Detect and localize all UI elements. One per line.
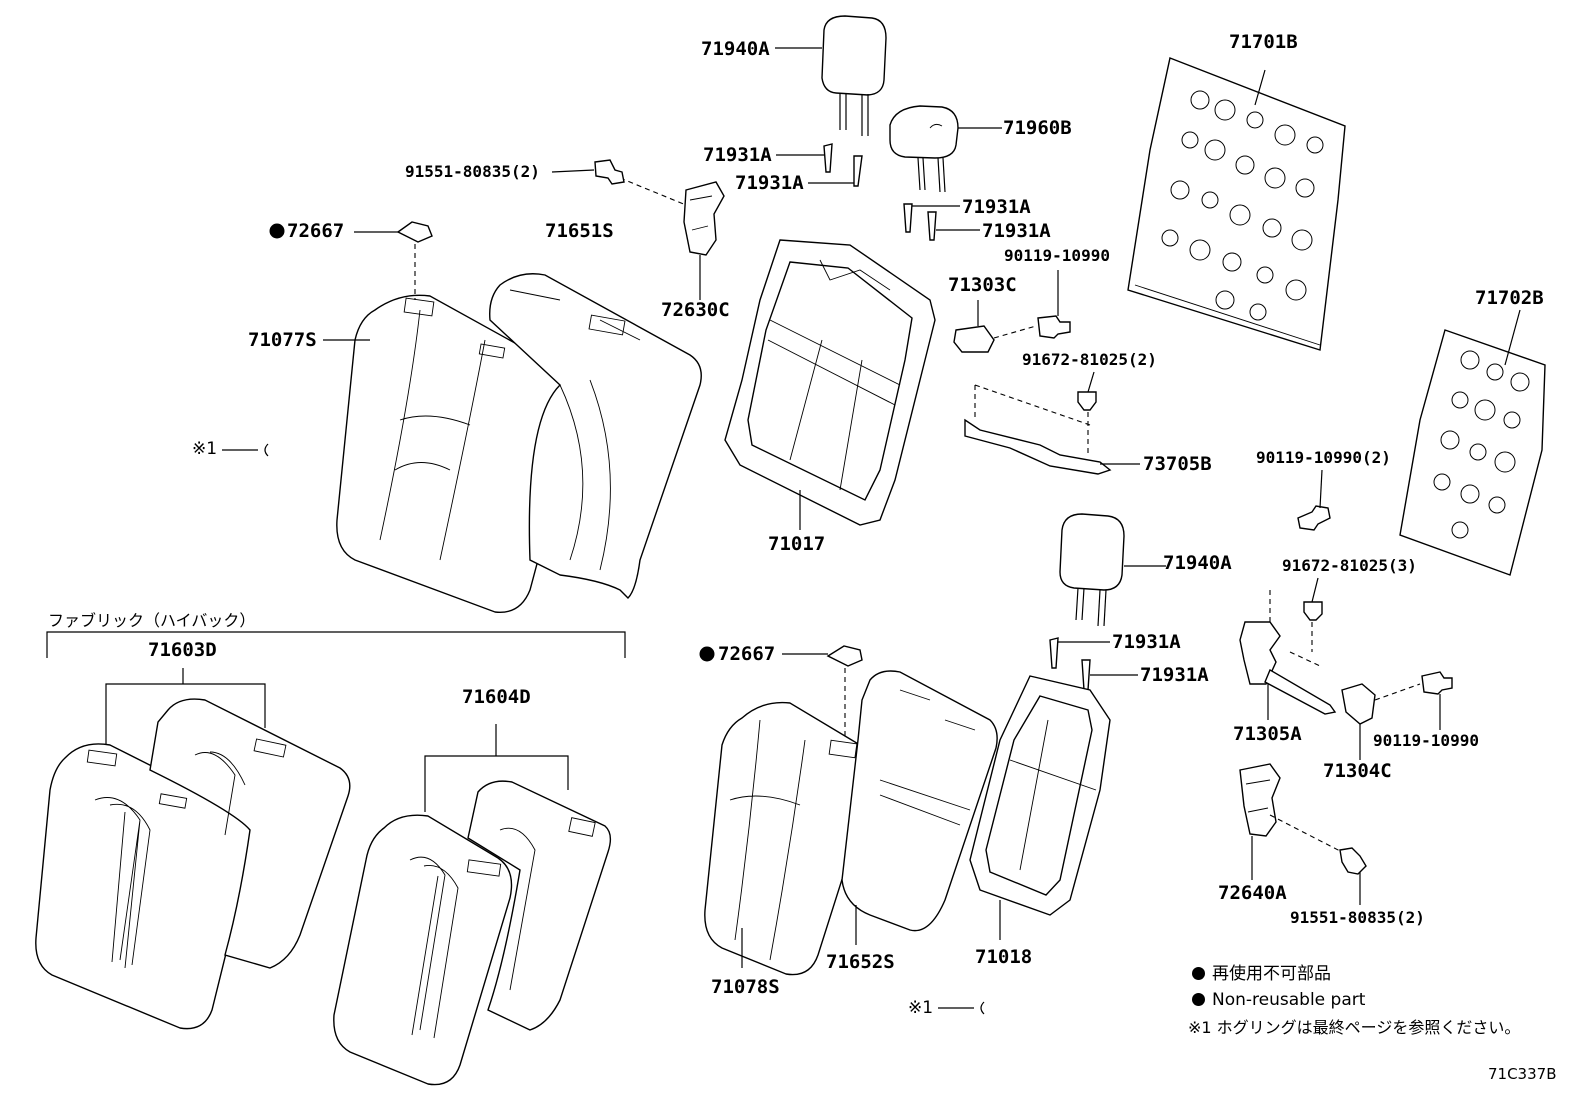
bolt-91672-3 xyxy=(1303,601,1323,621)
label-71940A-bottom: 71940A xyxy=(1163,552,1232,574)
label-71701B: 71701B xyxy=(1229,31,1298,53)
label-91672-3: 91672-81025(3) xyxy=(1282,556,1417,575)
legend-note: ※1 ホグリングは最終ページを参照ください。 xyxy=(1188,1018,1521,1037)
bolt-91551-top xyxy=(594,159,625,185)
clip-72667-top xyxy=(396,221,433,243)
label-71017: 71017 xyxy=(768,533,826,555)
label-71018: 71018 xyxy=(975,946,1033,968)
board-71701B xyxy=(1127,57,1346,351)
label-72667-top: 72667 xyxy=(287,220,345,242)
guides-71931A-top xyxy=(823,143,937,241)
lock-72630C xyxy=(683,181,725,256)
guide-71931A-5 xyxy=(1049,637,1059,669)
label-71077S: 71077S xyxy=(248,329,317,351)
wire-73705B xyxy=(964,384,1112,475)
cover-71603D-front xyxy=(35,743,254,1030)
bracket-71604D xyxy=(424,724,569,812)
seatback-pad-71652S xyxy=(841,670,998,932)
board-71702B xyxy=(1399,329,1546,576)
headrest-71940A-bottom xyxy=(1059,513,1125,627)
headrest-71960B xyxy=(889,105,959,193)
frame-71017 xyxy=(724,239,936,526)
label-71931A-2: 71931A xyxy=(735,172,804,194)
guide-71931A-6 xyxy=(1081,659,1091,691)
label-72630C: 72630C xyxy=(661,299,730,321)
label-91551-top: 91551-80835(2) xyxy=(405,162,540,181)
ref-note-top: ※1 xyxy=(192,439,218,459)
clip-72667-bottom xyxy=(826,645,863,667)
label-71931A-5: 71931A xyxy=(1112,631,1181,653)
diagram-code: 71C337B xyxy=(1488,1065,1557,1083)
label-71931A-6: 71931A xyxy=(1140,664,1209,686)
label-71078S: 71078S xyxy=(711,976,780,998)
dot-72667-top xyxy=(269,223,285,239)
seatback-cover-71078S xyxy=(704,701,875,976)
label-73705B: 73705B xyxy=(1143,453,1212,475)
label-71604D: 71604D xyxy=(462,686,531,708)
label-71960B: 71960B xyxy=(1003,117,1072,139)
label-71652S: 71652S xyxy=(826,951,895,973)
label-71651S: 71651S xyxy=(545,220,614,242)
lock-72640A xyxy=(1239,763,1281,837)
label-91551-bottom: 91551-80835(2) xyxy=(1290,908,1425,927)
label-90119-2: 90119-10990(2) xyxy=(1256,448,1391,467)
seatback-pad-71651S xyxy=(489,273,702,599)
bolt-90119-top xyxy=(1037,315,1071,339)
hinge-71305A xyxy=(1239,621,1337,715)
label-71931A-1: 71931A xyxy=(703,144,772,166)
ref-note-bottom: ※1 xyxy=(908,998,934,1018)
label-71303C: 71303C xyxy=(948,274,1017,296)
cover-71604D-front xyxy=(333,814,513,1086)
bolt-91551-bottom xyxy=(1339,847,1367,875)
fabric-group-title: ファブリック（ハイバック） xyxy=(48,611,256,630)
label-91672-2: 91672-81025(2) xyxy=(1022,350,1157,369)
bracket-71304C xyxy=(1341,683,1376,725)
bolt-90119-bottom xyxy=(1421,671,1453,695)
legend-en-row: Non-reusable part xyxy=(1192,992,1365,1009)
cover-71603D-back xyxy=(149,698,351,969)
dot-72667-bottom xyxy=(699,646,715,662)
label-72640A: 72640A xyxy=(1218,882,1287,904)
hinge-71303C xyxy=(953,325,995,353)
label-90119-top: 90119-10990 xyxy=(1004,246,1110,265)
non-reusable-dot-icon xyxy=(1192,967,1205,980)
label-71931A-4: 71931A xyxy=(982,220,1051,242)
fabric-group-bracket xyxy=(46,631,626,658)
label-90119-bottom: 90119-10990 xyxy=(1373,731,1479,750)
label-71304C: 71304C xyxy=(1323,760,1392,782)
label-71603D: 71603D xyxy=(148,639,217,661)
frame-71018 xyxy=(969,675,1111,916)
label-71940A-top: 71940A xyxy=(701,38,770,60)
legend-jp: 再使用不可部品 xyxy=(1212,964,1331,984)
label-71305A: 71305A xyxy=(1233,723,1302,745)
bracket-71603D xyxy=(105,668,266,748)
label-71931A-3: 71931A xyxy=(962,196,1031,218)
label-71702B: 71702B xyxy=(1475,287,1544,309)
non-reusable-dot-icon xyxy=(1192,993,1205,1006)
legend-jp-row: 再使用不可部品 xyxy=(1192,966,1331,983)
cover-71604D-back xyxy=(467,780,612,1031)
label-72667-bottom: 72667 xyxy=(718,643,776,665)
headrest-71940A-top xyxy=(821,15,887,136)
bolt-91672-2 xyxy=(1077,391,1097,411)
legend-en: Non-reusable part xyxy=(1212,990,1366,1010)
bolt-90119-2 xyxy=(1297,505,1331,531)
